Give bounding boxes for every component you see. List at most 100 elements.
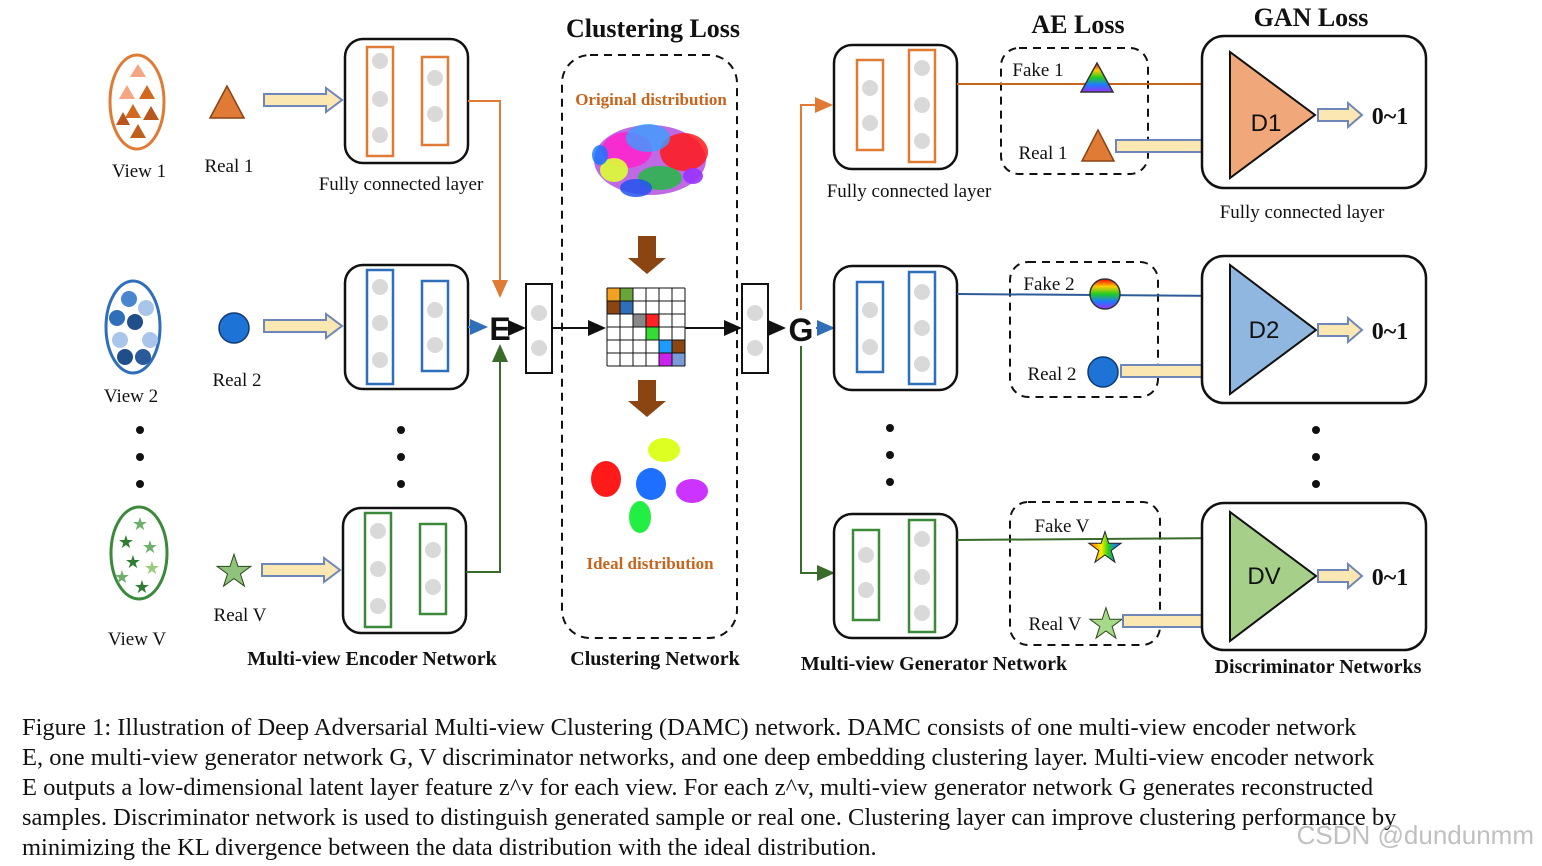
- star-icon: ★: [125, 552, 141, 572]
- triangle-icon: [143, 106, 159, 120]
- ae-loss-box-2: [1009, 261, 1159, 398]
- fake-1-label: Fake 1: [1012, 60, 1063, 81]
- view-1-group: View 1 Real 1: [108, 53, 254, 182]
- d2-label: D2: [1249, 317, 1280, 344]
- ellipsis-dot: [136, 480, 144, 488]
- ellipsis-dot: [397, 480, 405, 488]
- cluster-assignment-grid: [606, 287, 686, 367]
- discriminator-box-v: DV 0~1: [1200, 501, 1428, 652]
- d1-output-arrow: [1317, 100, 1364, 130]
- ellipsis-dot: [397, 453, 405, 461]
- connector-g-to-genv: [800, 346, 835, 581]
- decoder-latent-layer: [741, 283, 769, 374]
- view-v-label: View V: [108, 629, 166, 650]
- original-distribution-label: Original distribution: [575, 90, 727, 109]
- fake-v-star-icon: ★: [1086, 524, 1124, 571]
- star-icon: ★: [134, 577, 150, 597]
- encoder-box-2: [343, 263, 470, 391]
- down-arrow-top: [628, 236, 666, 274]
- fake-2-circle-icon: [1089, 278, 1121, 310]
- star-icon: ★: [142, 537, 158, 557]
- ellipsis-dot: [886, 451, 894, 459]
- encoder-network-label: Multi-view Encoder Network: [247, 648, 497, 670]
- input-arrow-2: [263, 312, 344, 340]
- dv-output-arrow: [1317, 561, 1364, 591]
- view-v-ellipse: [109, 505, 169, 601]
- ae-loss-box-v: [1009, 501, 1161, 646]
- star-icon: ★: [144, 558, 160, 578]
- real-v-label: Real V: [214, 605, 267, 626]
- clustering-loss-title: Clustering Loss: [566, 14, 740, 43]
- circle-icon: [112, 332, 128, 348]
- real-1-ae-label: Real 1: [1018, 143, 1067, 164]
- d2-output: 0~1: [1372, 319, 1408, 345]
- connector-viewv-to-e: [466, 344, 508, 573]
- discriminator-networks-label: Discriminator Networks: [1215, 656, 1422, 678]
- triangle-icon: [119, 85, 135, 99]
- connector-g-to-gen1: [800, 97, 833, 310]
- d1-label: D1: [1251, 110, 1282, 137]
- circle-icon: [109, 310, 125, 326]
- caption-line-1: Figure 1: Illustration of Deep Adversari…: [22, 714, 1357, 741]
- view-1-label: View 1: [112, 161, 166, 182]
- figure-caption: Figure 1: Illustration of Deep Adversari…: [22, 713, 1534, 863]
- encoder-box-v: [341, 506, 468, 635]
- connector-fakev-to-dv: [956, 530, 1232, 547]
- triangle-icon: [125, 104, 141, 118]
- input-arrow-1: [263, 86, 344, 114]
- real-1-ae-triangle-icon: [1080, 128, 1116, 162]
- view-1-ellipse: [108, 53, 166, 151]
- real-v-ae-star-icon: ★: [1087, 600, 1125, 647]
- star-icon: ★: [132, 514, 148, 534]
- generator-box-2: [832, 264, 959, 392]
- real-v-star-icon: ★: [214, 547, 253, 596]
- ellipsis-dot: [136, 426, 144, 434]
- generator-fc-label: Fully connected layer: [827, 181, 992, 202]
- connector-view1-to-e: [468, 100, 508, 298]
- discriminator-fc-label: Fully connected layer: [1220, 202, 1385, 223]
- circle-icon: [127, 314, 143, 330]
- circle-icon: [138, 300, 154, 316]
- input-arrow-v: [261, 556, 342, 584]
- encoder-node-e: E: [489, 311, 510, 347]
- real-1-triangle-icon: [208, 84, 246, 119]
- star-icon: ★: [118, 532, 134, 552]
- triangle-icon: [139, 85, 155, 99]
- view-2-label: View 2: [104, 386, 158, 407]
- fake-v-label: Fake V: [1034, 516, 1089, 537]
- ideal-distribution-plot: [591, 438, 708, 533]
- circle-icon: [142, 332, 158, 348]
- real-2-ae-circle-icon: [1087, 356, 1119, 388]
- ideal-distribution-label: Ideal distribution: [586, 554, 714, 573]
- star-icon: ★: [114, 567, 130, 587]
- ae-loss-title: AE Loss: [1031, 10, 1124, 39]
- view-v-group: ★ ★ ★ ★ ★ ★ ★ View V ★ Real V: [108, 505, 267, 650]
- generator-box-1: [832, 43, 959, 171]
- real-2-ae-label: Real 2: [1027, 364, 1076, 385]
- ellipsis-dot: [1312, 480, 1320, 488]
- caption-line-5: minimizing the KL divergence between the…: [22, 834, 877, 861]
- d2-output-arrow: [1317, 315, 1364, 345]
- encoder-box-1: [343, 37, 470, 165]
- generator-network-label: Multi-view Generator Network: [801, 653, 1068, 675]
- discriminator-box-2: D2 0~1: [1200, 254, 1428, 405]
- ellipsis-dot: [886, 424, 894, 432]
- caption-line-4: samples. Discriminator network is used t…: [22, 804, 1397, 831]
- real-1-label: Real 1: [204, 156, 253, 177]
- clustering-network-label: Clustering Network: [570, 648, 740, 670]
- caption-line-3: E outputs a low-dimensional latent layer…: [22, 774, 1374, 801]
- fake-2-label: Fake 2: [1023, 274, 1074, 295]
- ae-loss-box-1: [1000, 47, 1149, 175]
- generator-node-g: G: [789, 312, 814, 348]
- original-distribution-plot: [592, 124, 708, 197]
- generator-box-v: [832, 512, 959, 640]
- circle-icon: [135, 349, 151, 365]
- gan-loss-title: GAN Loss: [1254, 3, 1369, 32]
- real-v-ae-label: Real V: [1029, 614, 1082, 635]
- ellipsis-dot: [1312, 426, 1320, 434]
- input-arrows: [261, 86, 344, 584]
- ellipsis-dot: [1312, 453, 1320, 461]
- ellipsis-dot: [397, 426, 405, 434]
- fake-1-triangle-icon: [1079, 61, 1115, 93]
